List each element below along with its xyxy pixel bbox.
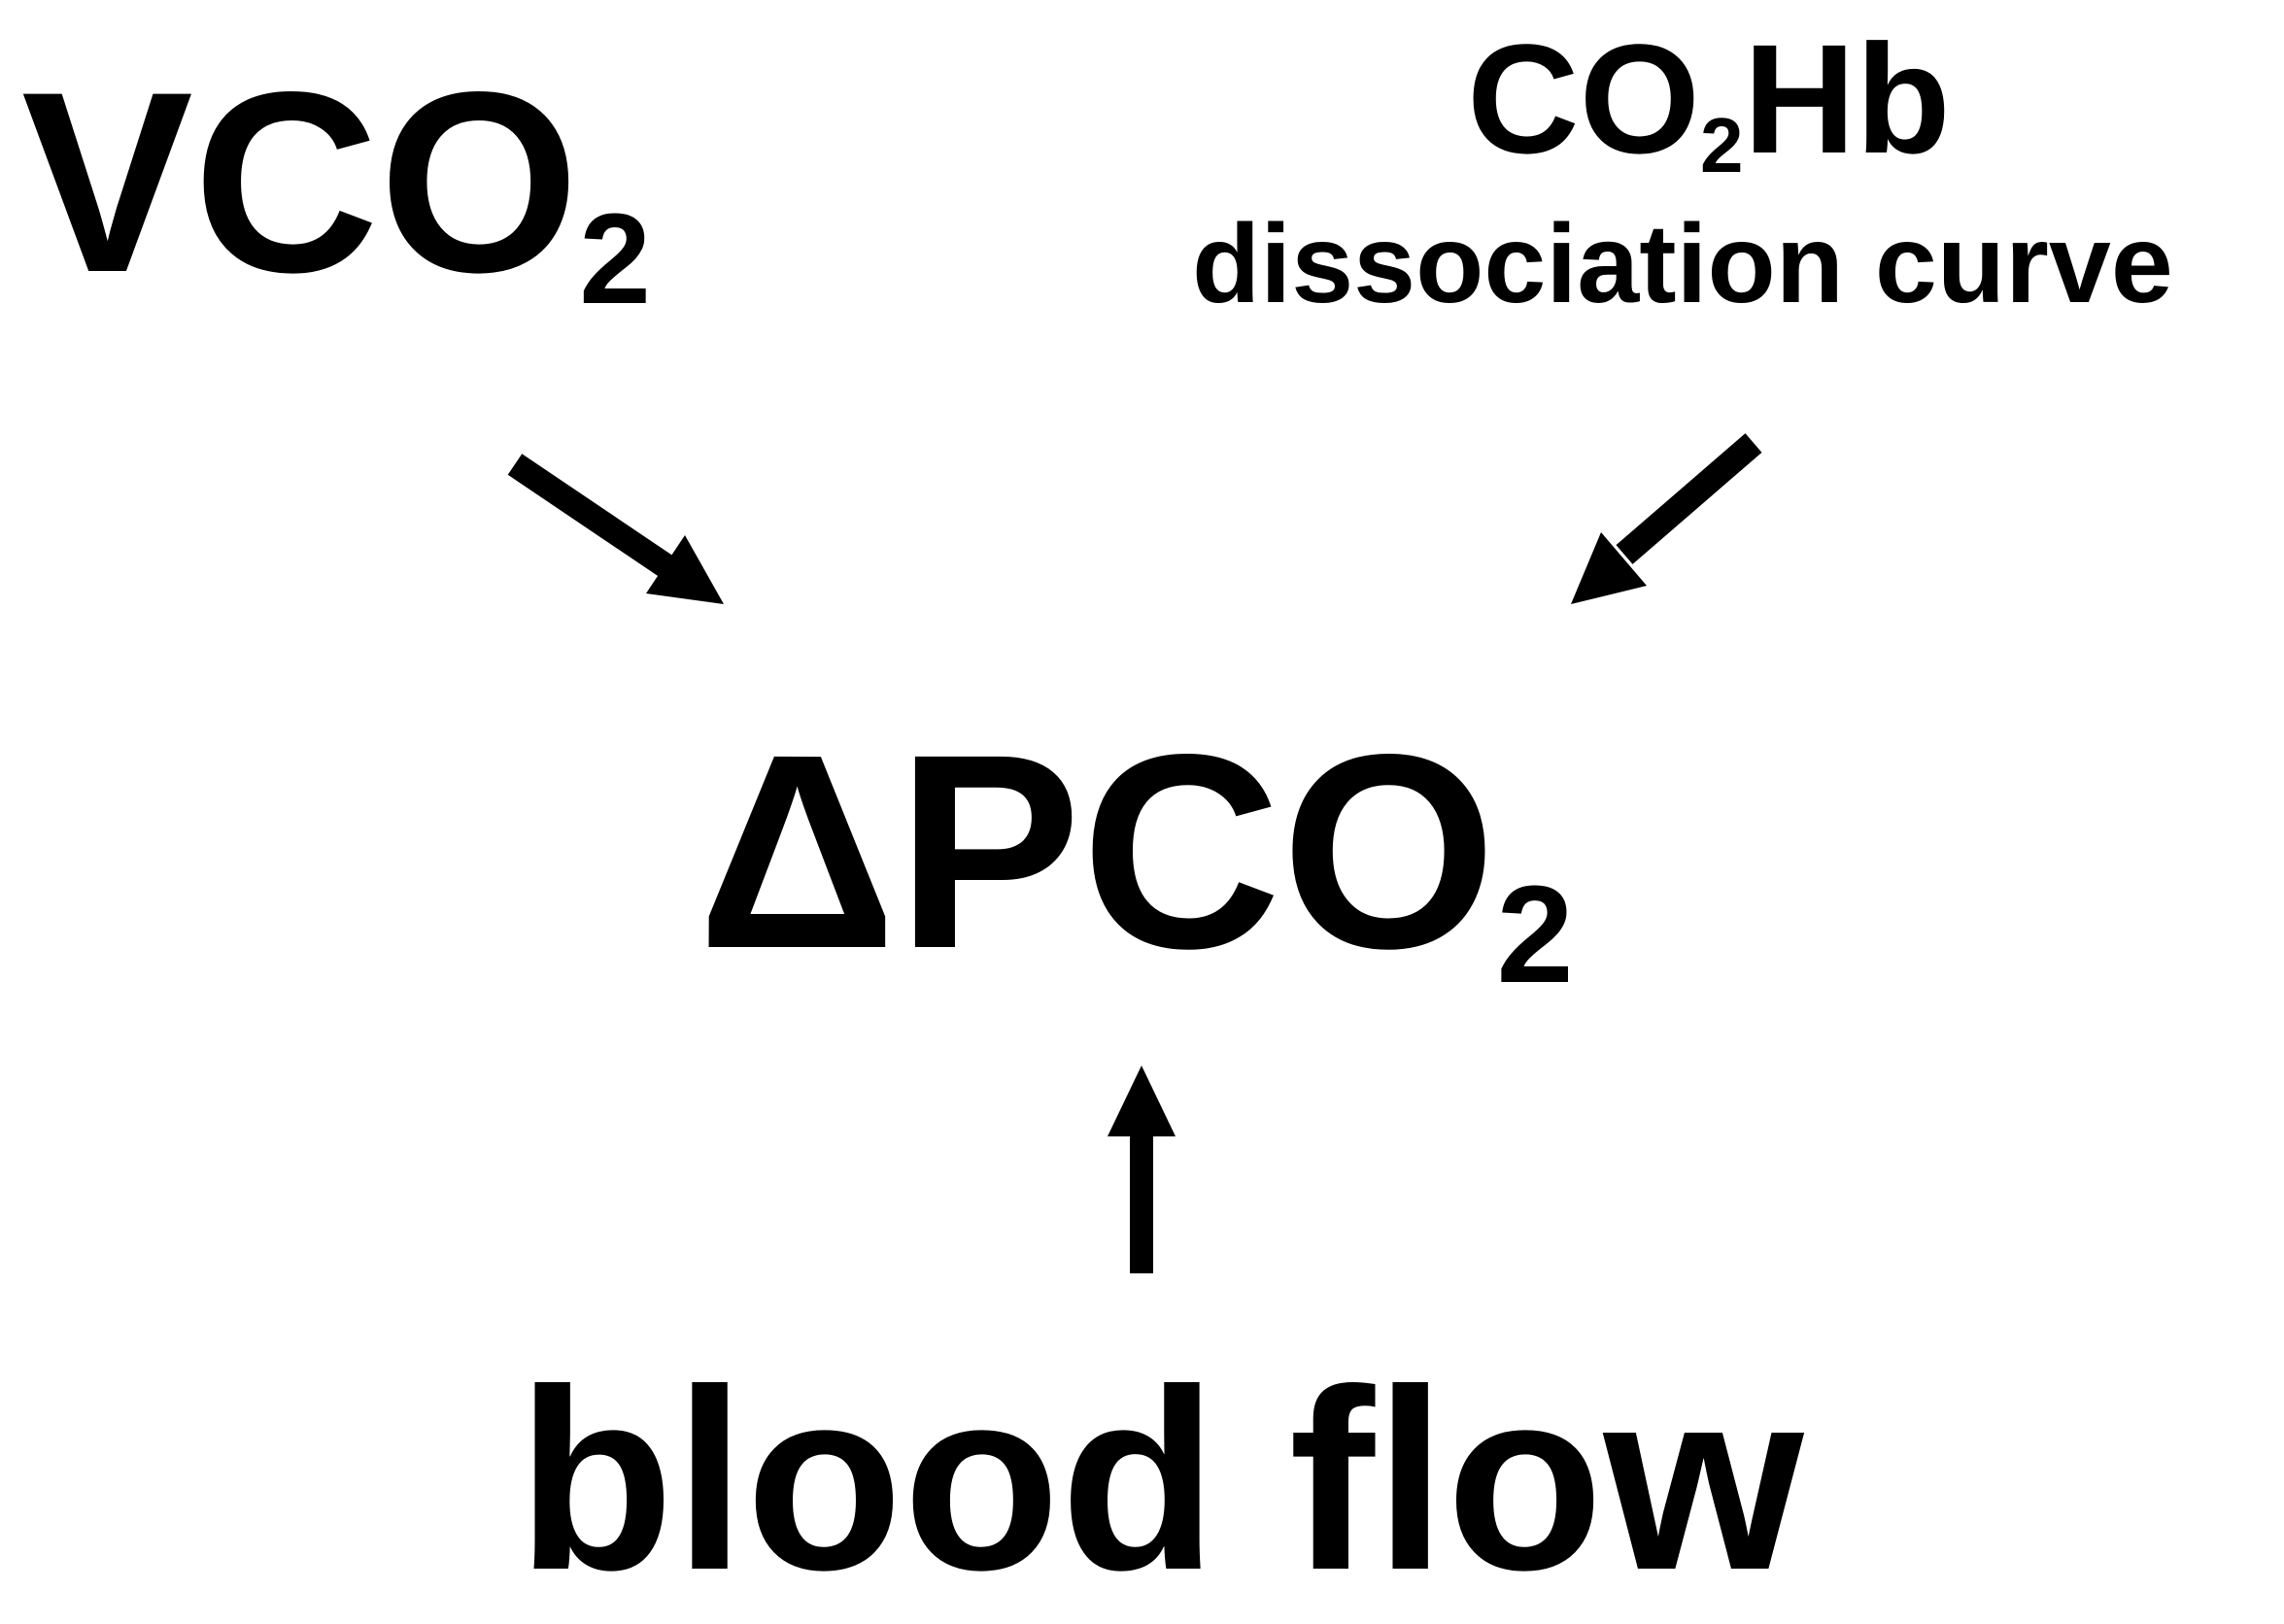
node-co2hb-subscript: 2 — [1700, 102, 1744, 188]
node-delta-pco2-main: PCO — [896, 697, 1497, 1006]
node-blood-flow: blood flow — [517, 1336, 1804, 1624]
node-co2hb-main: CO — [1467, 12, 1700, 186]
arrow-co2hb-to-dpco2 — [1571, 433, 1762, 604]
node-vco2-subscript: 2 — [579, 187, 651, 332]
arrow-bloodflow-to-dpco2 — [1108, 1066, 1176, 1273]
node-co2hb-caption: dissociation curve — [1192, 202, 2173, 326]
node-vco2-main: VCO — [21, 39, 580, 326]
delta-symbol: Δ — [698, 697, 897, 1006]
node-vco2: VCO2 — [21, 54, 651, 324]
node-co2hb: CO2Hb — [1467, 21, 1951, 185]
node-co2hb-tail: Hb — [1743, 12, 1951, 186]
arrows-layer — [507, 433, 1762, 1273]
node-delta-pco2-subscript: 2 — [1496, 857, 1574, 1012]
node-delta-pco2: ΔPCO2 — [698, 714, 1574, 1004]
arrow-vco2-to-dpco2 — [507, 454, 724, 604]
